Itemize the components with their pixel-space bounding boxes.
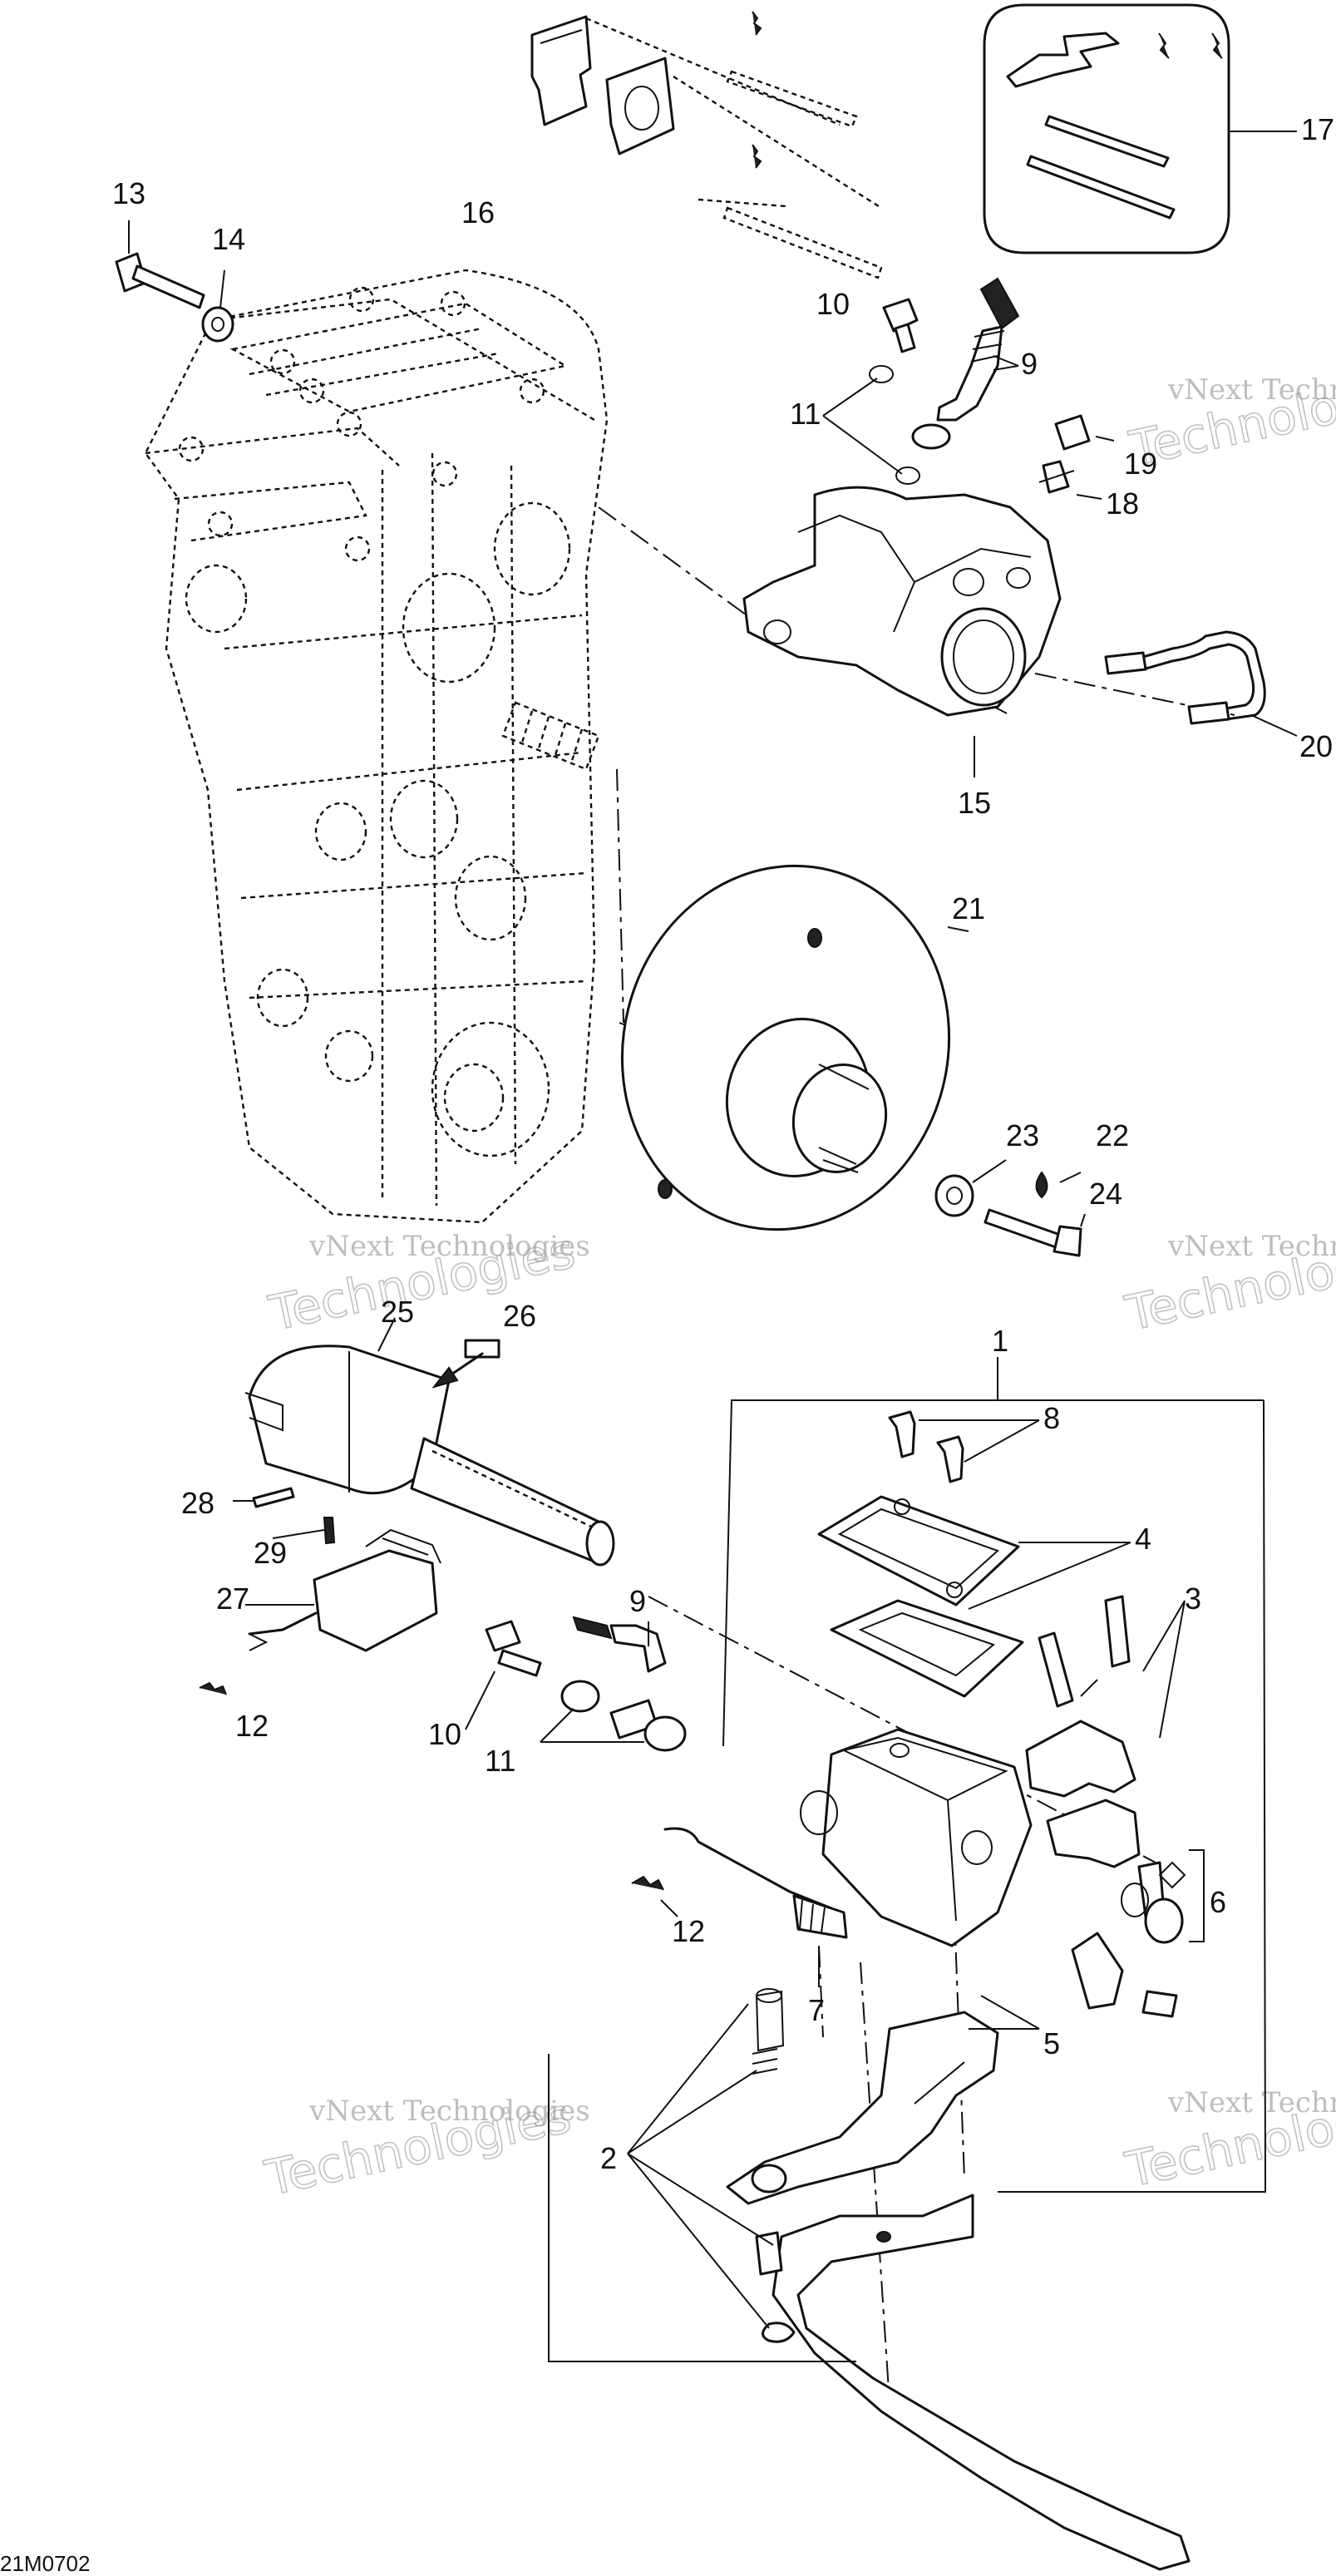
callout-29: 29 [254, 1536, 287, 1570]
callout-numbers: 1 2 3 4 5 6 7 8 9 9 10 10 11 11 12 12 13… [112, 112, 1334, 2175]
upper-banjo-and-hose [822, 277, 1020, 485]
brake-caliper [742, 486, 1062, 777]
callout-8: 8 [1043, 1401, 1060, 1435]
callout-12b: 12 [672, 1914, 705, 1948]
callout-20: 20 [1299, 729, 1333, 763]
callout-19: 19 [1124, 447, 1157, 481]
callout-24: 24 [1089, 1177, 1122, 1211]
brake-line [1104, 630, 1298, 737]
bolt-and-washer-left [115, 220, 234, 343]
bleeder-and-cap [1038, 414, 1115, 500]
callout-4: 4 [1135, 1522, 1151, 1556]
callout-15: 15 [958, 786, 991, 820]
callout-2: 2 [600, 2141, 617, 2175]
lower-banjo-and-hose [465, 1616, 687, 1752]
callout-5: 5 [1043, 2026, 1060, 2060]
callout-25: 25 [381, 1295, 414, 1329]
callout-9b: 9 [629, 1584, 646, 1618]
retaining-pins-top [698, 11, 883, 279]
watermark-9: vNext Technologies [308, 2095, 590, 2128]
brake-disc [620, 864, 969, 1231]
callout-10b: 10 [428, 1717, 461, 1751]
callout-22: 22 [1096, 1118, 1129, 1152]
callout-16: 16 [461, 195, 495, 229]
pin-kit-box [983, 3, 1297, 254]
master-cylinder-box [722, 1357, 1267, 2193]
watermark-7: vNext Technologies [1167, 1230, 1336, 1263]
watermark-3: vNext Technologies [1167, 373, 1336, 407]
callout-11b: 11 [485, 1744, 515, 1778]
callout-9: 9 [1021, 347, 1038, 381]
callout-23: 23 [1006, 1118, 1039, 1152]
callout-6: 6 [1210, 1885, 1226, 1919]
drawing-code: 21M0702 [0, 2551, 90, 2576]
brake-pads [530, 15, 882, 210]
callout-13: 13 [112, 176, 145, 210]
retaining-clips [631, 1875, 678, 1917]
callout-1: 1 [992, 1324, 1008, 1358]
brake-lever [548, 1988, 1191, 2571]
callout-18: 18 [1106, 486, 1139, 521]
callout-21: 21 [952, 891, 985, 925]
callout-3: 3 [1185, 1582, 1201, 1616]
callout-10: 10 [816, 287, 850, 321]
callout-11: 11 [790, 397, 821, 431]
disc-bolt-group [934, 1159, 1086, 1257]
master-cylinder [663, 1410, 1205, 2018]
callout-26: 26 [503, 1299, 536, 1333]
callout-17: 17 [1301, 112, 1334, 146]
gearbox-housing [144, 269, 609, 1224]
callout-14: 14 [212, 222, 245, 256]
callout-7: 7 [808, 1993, 825, 2027]
watermark-5: vNext Technologies [308, 1230, 590, 1263]
watermark-11: vNext Technologies [1167, 2086, 1336, 2120]
callout-27: 27 [216, 1582, 249, 1616]
switch-assembly [199, 1317, 615, 1695]
callout-28: 28 [181, 1486, 214, 1520]
callout-12: 12 [235, 1709, 269, 1743]
